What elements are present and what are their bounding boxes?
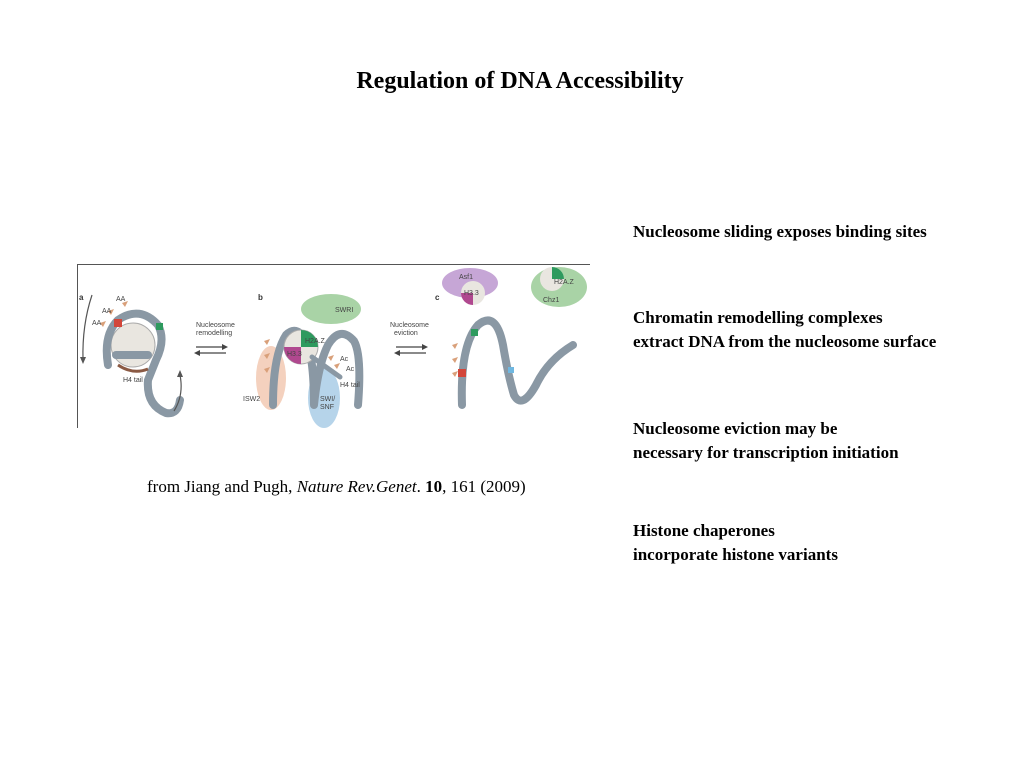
point-nucleosome-sliding: Nucleosome sliding exposes binding sites (633, 220, 927, 244)
point-line: Chromatin remodelling complexes (633, 308, 883, 327)
swr1-complex (301, 294, 361, 324)
point-line: Histone chaperones (633, 521, 775, 540)
acetyl-mark (122, 301, 128, 307)
h33-label: H3.3 (287, 351, 302, 358)
binding-site-blue (508, 367, 514, 373)
arrowhead-icon (177, 370, 183, 377)
binding-site-green (471, 329, 478, 336)
isw2-label: ISW2 (243, 396, 260, 403)
swr1-label: SWRI (335, 307, 353, 314)
h33-label: H3.3 (464, 290, 479, 297)
point-histone-chaperones: Histone chaperones incorporate histone v… (633, 519, 838, 567)
aa-label: AA (102, 308, 112, 315)
citation-authors: from Jiang and Pugh, (147, 477, 297, 496)
point-nucleosome-eviction: Nucleosome eviction may be necessary for… (633, 417, 899, 465)
equilibrium-arrows-icon (196, 346, 226, 354)
acetyl-mark (264, 339, 270, 345)
ac-label: Ac (346, 366, 355, 373)
equilibrium-arrowheads-icon (194, 344, 228, 356)
acetyl-mark (108, 309, 114, 315)
h2az-quadrant (301, 330, 318, 347)
aa-label: AA (116, 296, 126, 303)
acetyl-mark (100, 321, 106, 327)
panel-a-label: a (79, 293, 84, 302)
aa-label: AA (92, 320, 102, 327)
acetyl-mark (264, 367, 270, 373)
point-chromatin-remodelling: Chromatin remodelling complexes extract … (633, 306, 936, 354)
h4-tail-label: H4 tail (123, 377, 143, 384)
ac-label: Ac (340, 356, 349, 363)
nucleosome-diagram: a AA AA AA H4 tail Nucleosome remodellin… (79, 267, 587, 428)
h2az-quadrant (552, 267, 564, 279)
acetyl-mark (452, 343, 458, 349)
equilibrium-arrows-icon (396, 346, 426, 354)
acetyl-mark (328, 355, 334, 361)
binding-site-red (114, 319, 122, 327)
figure-citation: from Jiang and Pugh, Nature Rev.Genet. 1… (147, 477, 526, 497)
citation-journal: Nature Rev.Genet (296, 477, 417, 496)
point-line: Nucleosome eviction may be (633, 419, 838, 438)
citation-volume: 10 (425, 477, 443, 496)
h2az-label: H2A.Z (554, 279, 575, 286)
slide-title: Regulation of DNA Accessibility (356, 68, 684, 94)
h2az-label: H2A.Z (305, 338, 326, 345)
acetyl-mark (264, 353, 270, 359)
point-line: necessary for transcription initiation (633, 443, 899, 462)
h33-quadrant (461, 293, 473, 305)
panel-b-label: b (258, 293, 263, 302)
remodelling-label: remodelling (196, 330, 232, 337)
h4-tail (309, 354, 343, 380)
h4-tail-label: H4 tail (340, 382, 360, 389)
curved-arrow-icon (82, 294, 93, 361)
nucleosome-figure: a AA AA AA H4 tail Nucleosome remodellin… (77, 264, 590, 428)
acetyl-mark (334, 363, 340, 369)
chz1-label: Chz1 (543, 297, 559, 304)
h4-tail (117, 363, 149, 373)
nucleosome-core (110, 322, 156, 368)
acetyl-mark (452, 371, 458, 377)
arrowhead-icon (80, 357, 86, 364)
eviction-label: eviction (394, 330, 418, 337)
naked-dna-strand (457, 316, 577, 409)
binding-site-red (458, 369, 466, 377)
point-line: Nucleosome sliding exposes binding sites (633, 222, 927, 241)
citation-pages-year: , 161 (2009) (442, 477, 526, 496)
swi-snf-label: SWI/ (320, 396, 335, 403)
citation-separator: . (416, 477, 426, 496)
point-line: incorporate histone variants (633, 545, 838, 564)
h33-quadrant (284, 347, 301, 364)
panel-c-label: c (435, 293, 440, 302)
nucleosome-label: Nucleosome (390, 322, 429, 329)
curved-arrow-icon (173, 374, 182, 412)
swi-snf-label: SNF (320, 404, 334, 411)
point-line: extract DNA from the nucleosome surface (633, 332, 937, 351)
binding-site-green (156, 323, 163, 330)
equilibrium-arrowheads-icon (394, 344, 428, 356)
asf1-label: Asf1 (459, 274, 473, 281)
acetyl-mark (452, 357, 458, 363)
nucleosome-label: Nucleosome (196, 322, 235, 329)
